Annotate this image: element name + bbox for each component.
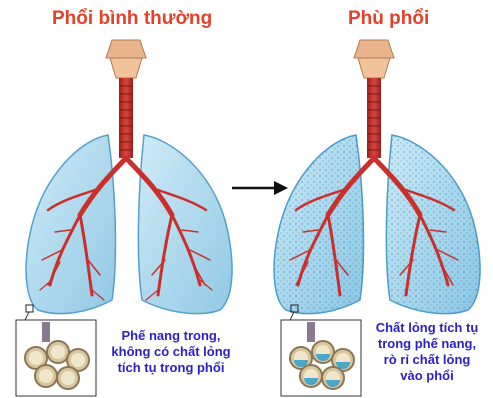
right-caption-line: rò rỉ chất lỏng [362, 352, 492, 368]
left-caption: Phế nang trong, không có chất lỏng tích … [96, 328, 246, 376]
right-caption: Chất lỏng tích tụ trong phế nang, rò rỉ … [362, 320, 492, 384]
right-caption-line: trong phế nang, [362, 336, 492, 352]
edema-alveoli-inset [281, 320, 361, 396]
left-caption-line: Phế nang trong, [96, 328, 246, 344]
left-caption-line: không có chất lỏng [96, 344, 246, 360]
right-caption-line: Chất lỏng tích tụ [362, 320, 492, 336]
edema-lungs [274, 40, 480, 326]
left-caption-line: tích tụ trong phổi [96, 360, 246, 376]
normal-alveoli-inset [16, 320, 96, 396]
normal-lungs [22, 40, 232, 326]
arrow-icon [232, 181, 288, 195]
right-caption-line: vào phổi [362, 368, 492, 384]
